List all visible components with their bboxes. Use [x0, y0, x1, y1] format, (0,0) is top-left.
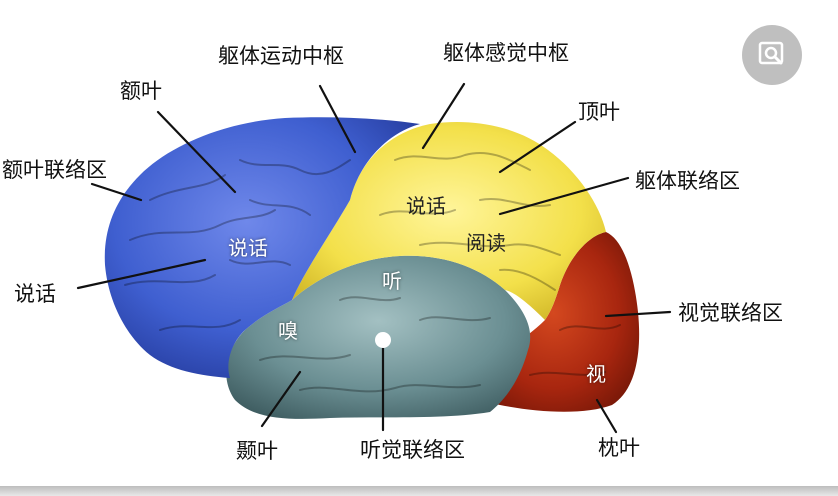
label-frontal-lobe: 额叶 — [120, 79, 162, 103]
label-somatic-association: 躯体联络区 — [635, 169, 740, 193]
zoom-icon — [758, 41, 784, 65]
label-speech-frontal: 说话 — [228, 236, 268, 260]
label-parietal-lobe: 顶叶 — [578, 100, 620, 124]
label-speech-left: 说话 — [14, 282, 56, 306]
label-prefrontal-association: 额叶联络区 — [2, 158, 107, 182]
gyri-texture — [124, 151, 621, 393]
leader-lines — [76, 82, 672, 434]
label-reading: 阅读 — [466, 231, 506, 255]
leader-prefrontal — [90, 182, 143, 202]
label-motor-cortex: 躯体运动中枢 — [218, 44, 344, 68]
leader-parietal — [498, 120, 577, 174]
label-temporal-lobe: 颞叶 — [236, 439, 278, 463]
bottom-border — [0, 486, 838, 496]
leader-speech-left — [76, 258, 207, 290]
leader-somatic-association — [498, 176, 630, 216]
label-vision: 视 — [586, 362, 606, 386]
leader-occipital — [595, 398, 618, 434]
label-speech-parietal: 说话 — [406, 194, 446, 218]
leader-motor-cortex — [318, 84, 357, 154]
zoom-button[interactable] — [742, 25, 802, 85]
label-visual-association: 视觉联络区 — [678, 301, 783, 325]
label-smell: 嗅 — [278, 319, 298, 343]
label-occipital-lobe: 枕叶 — [598, 436, 640, 460]
leader-somatosensory — [421, 82, 466, 150]
leader-visual-association — [604, 310, 672, 318]
frontal-lobe-region — [104, 117, 421, 378]
parietal-lobe-region — [292, 121, 606, 320]
leader-frontal-lobe — [156, 110, 237, 194]
auditory-marker-dot — [375, 332, 391, 348]
label-somatosensory-cortex: 躯体感觉中枢 — [443, 41, 569, 65]
label-auditory-association: 听觉联络区 — [360, 438, 465, 462]
leader-temporal — [260, 370, 302, 428]
label-hearing: 听 — [382, 269, 402, 293]
